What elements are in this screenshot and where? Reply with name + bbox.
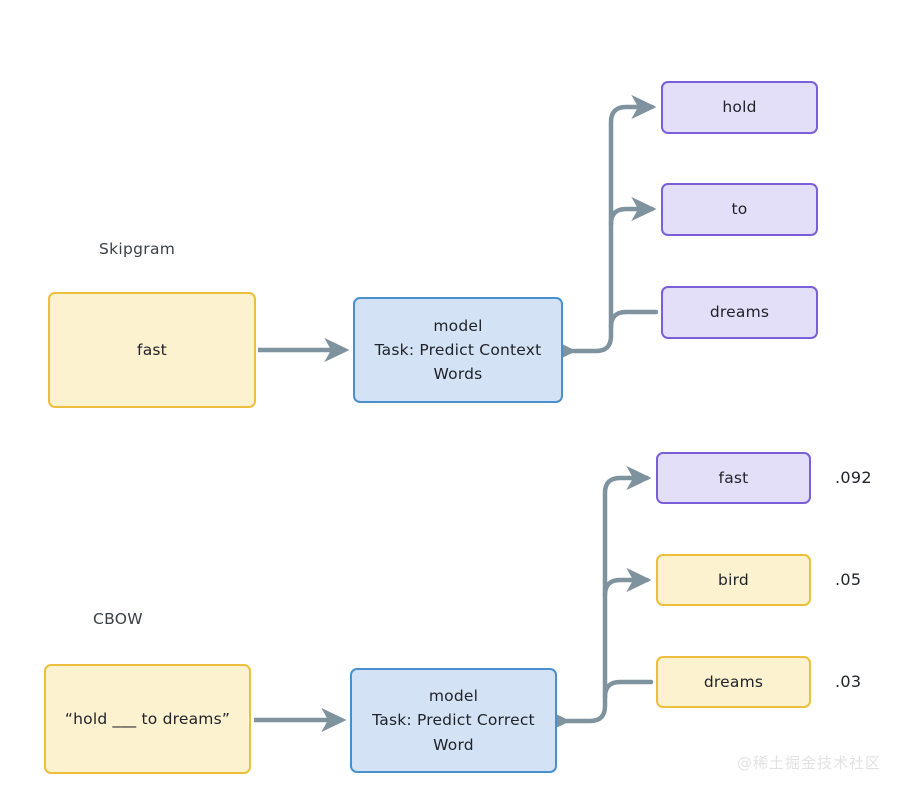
connector-cbow-branch-bird [602, 567, 652, 598]
section-label-skipgram: Skipgram [99, 240, 176, 258]
cbow-probability-dreams: .03 [835, 672, 862, 691]
skipgram-output-node-hold[interactable]: hold [661, 81, 818, 134]
cbow-model-line2: Task: Predict Correct [372, 711, 535, 730]
skipgram-model-line2: Task: Predict Context [374, 340, 542, 359]
cbow-output-label-bird: bird [718, 570, 749, 589]
connector-cbow-trunk [545, 465, 652, 734]
skipgram-model-node[interactable]: model Task: Predict Context Words [353, 297, 563, 403]
skipgram-input-node[interactable]: fast [48, 292, 256, 408]
cbow-model-line1: model [428, 687, 479, 706]
connector-skipgram-branch-to [608, 196, 657, 227]
connector-skipgram-branch-dreams [608, 309, 659, 330]
section-label-cbow: CBOW [93, 610, 143, 628]
cbow-output-label-dreams: dreams [703, 672, 764, 691]
cbow-output-label-fast: fast [718, 468, 749, 487]
watermark-text: @稀土掘金技术社区 [737, 754, 882, 772]
cbow-output-node-dreams[interactable]: dreams [656, 656, 811, 708]
cbow-model-node[interactable]: model Task: Predict Correct Word [350, 668, 557, 773]
skipgram-model-text: model Task: Predict Context Words [375, 314, 542, 386]
cbow-probability-fast: .092 [835, 468, 872, 487]
skipgram-output-label-dreams: dreams [709, 303, 770, 322]
skipgram-output-node-dreams[interactable]: dreams [661, 286, 818, 339]
connector-cbow-branch-dreams [602, 679, 654, 700]
connector-skipgram-trunk [551, 94, 657, 364]
cbow-model-text: model Task: Predict Correct Word [372, 684, 535, 756]
skipgram-input-label: fast [137, 340, 167, 359]
skipgram-output-node-to[interactable]: to [661, 183, 818, 236]
cbow-output-node-fast[interactable]: fast [656, 452, 811, 504]
skipgram-output-label-hold: hold [722, 98, 757, 117]
cbow-input-label: “hold ___ to dreams” [64, 709, 231, 728]
cbow-input-node[interactable]: “hold ___ to dreams” [44, 664, 251, 774]
skipgram-model-line3: Words [433, 365, 483, 383]
cbow-probability-bird: .05 [835, 570, 862, 589]
cbow-output-node-bird[interactable]: bird [656, 554, 811, 606]
cbow-model-line3: Word [433, 735, 474, 754]
skipgram-model-line1: model [433, 316, 483, 335]
skipgram-output-label-to: to [731, 200, 748, 219]
